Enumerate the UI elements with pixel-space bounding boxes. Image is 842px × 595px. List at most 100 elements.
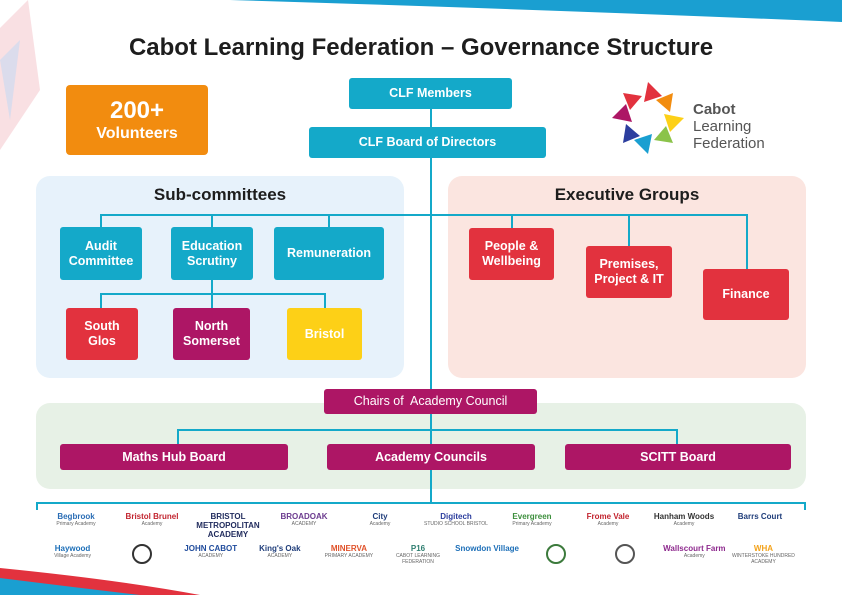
connector-premises — [628, 214, 630, 246]
brand-line-1: Cabot — [693, 101, 736, 118]
education-scrutiny-box[interactable]: Education Scrutiny — [171, 227, 253, 280]
connector-remuneration — [328, 214, 330, 227]
school-subtitle: ACADEMY — [291, 521, 317, 527]
connector-councils-down — [430, 470, 432, 503]
school-subtitle: ACADEMY — [198, 553, 224, 559]
clf-members-box[interactable]: CLF Members — [349, 78, 512, 109]
chairs-academy-council-box[interactable]: Chairs of Academy Council — [324, 389, 537, 414]
school-logo — [109, 544, 174, 564]
school-name: BROADOAK — [280, 512, 328, 521]
connector-branch-horizontal — [100, 214, 747, 216]
subcommittees-title: Sub-committees — [153, 185, 287, 204]
school-crest-icon — [546, 544, 567, 564]
school-subtitle: Primary Academy — [56, 521, 96, 527]
school-name: Snowdon Village — [455, 544, 519, 553]
connector-people — [511, 214, 513, 228]
connector-education — [211, 214, 213, 227]
south-glos-box[interactable]: South Glos — [66, 308, 138, 360]
school-name: BRISTOL METROPOLITAN ACADEMY — [196, 512, 260, 539]
school-subtitle: Academy — [141, 521, 163, 527]
school-name: Barrs Court — [737, 512, 783, 521]
connector-bristol — [324, 293, 326, 308]
connector-maths — [177, 429, 179, 444]
connector-academy-horizontal — [177, 429, 678, 431]
executive-title: Executive Groups — [554, 185, 700, 204]
school-name: Evergreen — [512, 512, 552, 521]
audit-committee-box[interactable]: Audit Committee — [60, 227, 142, 280]
maths-hub-board-box[interactable]: Maths Hub Board — [60, 444, 288, 470]
left-triangle-blue — [0, 40, 20, 120]
connector-education-down — [211, 280, 213, 294]
school-subtitle: CABOT LEARNING FEDERATION — [395, 553, 441, 565]
north-somerset-box[interactable]: North Somerset — [173, 308, 250, 360]
connector-finance — [746, 214, 748, 269]
school-logo: BRISTOL METROPOLITAN ACADEMY — [192, 512, 264, 539]
bottom-left-blue — [0, 578, 140, 595]
remuneration-box[interactable]: Remuneration — [274, 227, 384, 280]
school-name: Frome Vale — [586, 512, 630, 521]
school-subtitle: Primary Academy — [512, 521, 552, 527]
school-crest-icon — [131, 544, 152, 564]
school-subtitle: STUDIO SCHOOL BRISTOL — [424, 521, 488, 527]
school-name: Begbrook — [57, 512, 95, 521]
cabot-logo-icon — [612, 82, 684, 154]
connector-schools-right-tick — [804, 502, 806, 510]
school-subtitle: WINTERSTOKE HUNDRED ACADEMY — [731, 553, 795, 565]
school-name: Bristol Brunel — [125, 512, 179, 521]
connector-south-glos — [100, 293, 102, 308]
school-name: Digitech — [440, 512, 472, 521]
school-subtitle: Academy — [673, 521, 695, 527]
school-logo: Barrs Court — [724, 512, 796, 521]
brand-line-3: Federation — [693, 135, 765, 152]
brand-line-2: Learning — [693, 118, 752, 135]
school-name: Wallscourt Farm — [663, 544, 726, 553]
bristol-box[interactable]: Bristol — [287, 308, 362, 360]
connector-north-somerset — [211, 293, 213, 308]
connector-main-spine — [430, 158, 432, 390]
connector-audit — [100, 214, 102, 227]
school-name: MINERVA — [330, 544, 367, 553]
school-subtitle: Academy — [683, 553, 705, 559]
connector-schools-left-tick — [36, 502, 38, 510]
school-name: P16 — [410, 544, 426, 553]
school-name: JOHN CABOT — [184, 544, 238, 553]
volunteers-badge: 200+ Volunteers — [66, 85, 208, 155]
school-name: City — [372, 512, 388, 521]
connector-schools-horizontal — [36, 502, 806, 504]
academy-councils-box[interactable]: Academy Councils — [327, 444, 535, 470]
clf-board-box[interactable]: CLF Board of Directors — [309, 127, 546, 158]
school-subtitle: Academy — [597, 521, 619, 527]
connector-scitt — [676, 429, 678, 444]
finance-box[interactable]: Finance — [703, 269, 789, 320]
school-subtitle: ACADEMY — [267, 553, 293, 559]
school-logo — [524, 544, 589, 564]
premises-project-it-box[interactable]: Premises, Project & IT — [586, 246, 672, 298]
school-name: Hanham Woods — [653, 512, 715, 521]
people-wellbeing-box[interactable]: People & Wellbeing — [469, 228, 554, 280]
school-crest-icon — [615, 544, 636, 564]
connector-members-board — [430, 109, 432, 127]
page-title: Cabot Learning Federation – Governance S… — [128, 34, 714, 61]
school-name: WHA — [753, 544, 773, 553]
school-subtitle: Academy — [369, 521, 391, 527]
scitt-board-box[interactable]: SCITT Board — [565, 444, 791, 470]
school-name: Haywood — [54, 544, 91, 553]
school-logo — [593, 544, 658, 564]
school-subtitle: PRIMARY ACADEMY — [324, 553, 374, 559]
